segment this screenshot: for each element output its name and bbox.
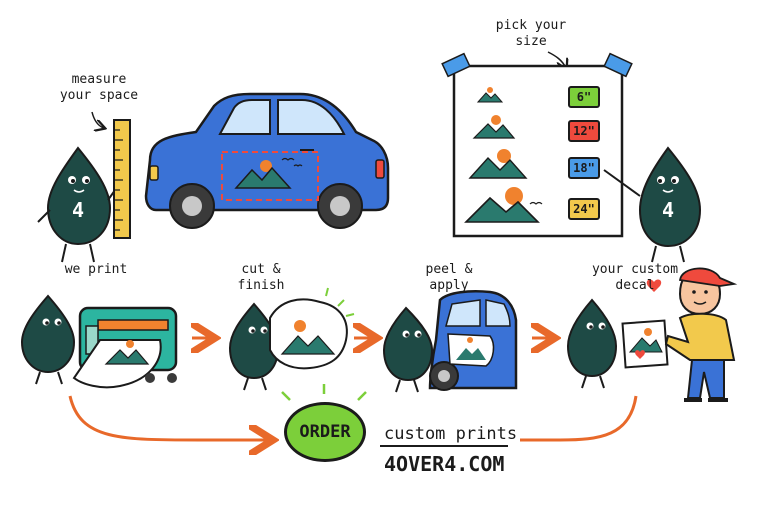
- pick-size-label: pick your size: [495, 18, 567, 49]
- poster-mountain-6: [476, 87, 504, 103]
- poster-mountain-18: [468, 149, 528, 179]
- step-print-illustration: [20, 294, 178, 389]
- order-button-label: ORDER: [299, 422, 351, 442]
- ruler: [113, 119, 131, 239]
- step-print-label: we print: [64, 262, 128, 277]
- size-option-24[interactable]: 24": [568, 198, 600, 220]
- flow-arrow-to-order: [68, 395, 270, 440]
- measure-pointer-arrow: [91, 111, 104, 128]
- size-option-12[interactable]: 12": [568, 120, 600, 142]
- step-decal-illustration: [566, 267, 738, 402]
- mascot-number-left: 4: [71, 198, 85, 222]
- step-apply-illustration: [382, 290, 518, 393]
- order-burst-lines: [281, 384, 367, 401]
- website-url[interactable]: 4OVER4.COM: [384, 452, 505, 476]
- measure-label: measure your space: [59, 72, 139, 103]
- size-poster: [441, 52, 633, 238]
- step-cut-label: cut & finish: [237, 262, 285, 293]
- mascot-number-right: 4: [661, 198, 675, 222]
- step-apply-label: peel & apply: [425, 262, 473, 293]
- tagline: custom prints: [384, 424, 518, 444]
- mascot-pointing: [603, 146, 702, 263]
- poster-mountain-12: [472, 115, 516, 139]
- size-option-18[interactable]: 18": [568, 157, 600, 179]
- flow-line-from-decal: [520, 395, 638, 442]
- order-button[interactable]: ORDER: [284, 402, 366, 462]
- car-illustration: [144, 92, 390, 229]
- size-option-6[interactable]: 6": [568, 86, 600, 108]
- step-cut-illustration: [228, 287, 355, 391]
- poster-mountain-24: [464, 187, 543, 223]
- step-decal-label: your custom decal: [591, 262, 679, 293]
